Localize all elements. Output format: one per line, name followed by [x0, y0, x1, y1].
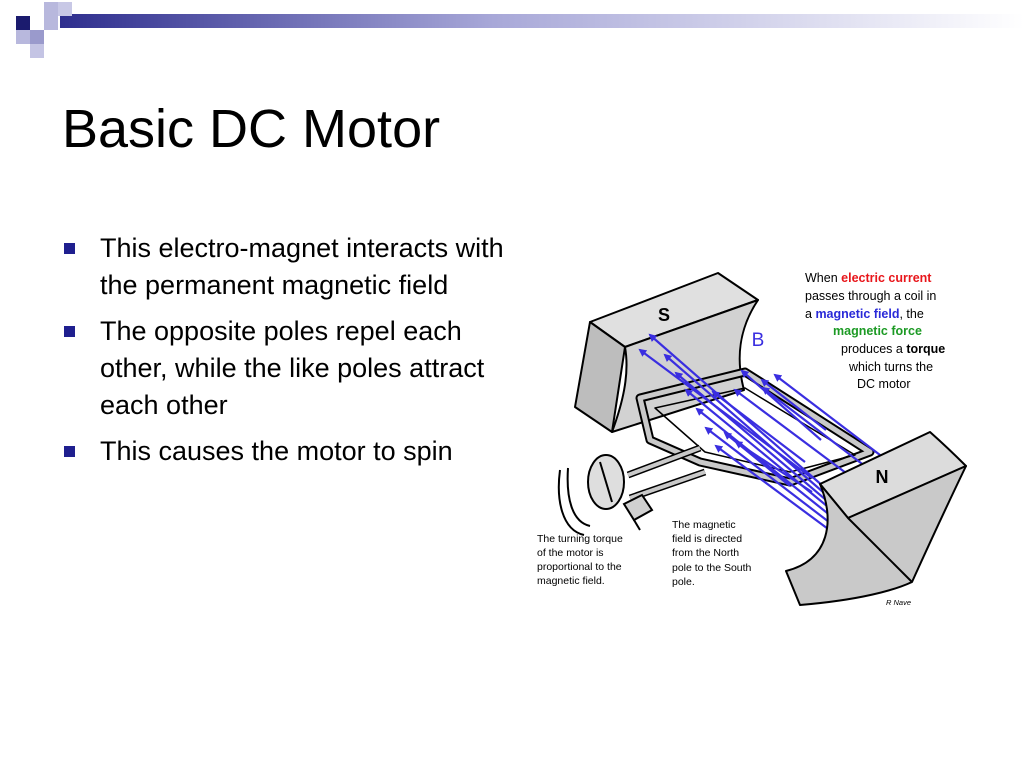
diagram-credit: R Nave — [886, 598, 911, 607]
torque-term: torque — [906, 342, 945, 356]
header-decoration — [16, 2, 1024, 58]
svg-text:produces a torque: produces a torque — [841, 342, 945, 356]
torque-note-line: proportional to the — [537, 561, 622, 573]
field-note-line: field is directed — [672, 533, 742, 545]
svg-text:a magnetic field, the: a magnetic field, the — [805, 307, 924, 321]
bullet-item: This electro-magnet interacts with the p… — [64, 230, 504, 304]
south-pole-label: S — [658, 305, 670, 325]
magnetic-field-lines — [638, 333, 881, 561]
north-magnet — [785, 431, 967, 606]
south-magnet — [574, 272, 759, 433]
magnetic-field-term: magnetic field — [815, 307, 899, 321]
field-b-label: B — [752, 330, 765, 351]
svg-text:When electric current: When electric current — [805, 271, 932, 285]
commutator — [557, 454, 654, 536]
field-note-line: The magnetic — [672, 519, 736, 531]
field-note-line: pole to the South — [672, 562, 752, 574]
field-note-line: from the North — [672, 547, 739, 559]
dc-motor-diagram: S N B When electric current passes throu… — [537, 271, 967, 607]
field-direction-note: The magnetic field is directed from the … — [672, 519, 752, 588]
torque-note-line: The turning torque — [537, 533, 623, 545]
electric-current-term: electric current — [841, 271, 932, 285]
north-pole-label: N — [876, 467, 889, 487]
bullet-text: The opposite poles repel each other, whi… — [100, 316, 485, 420]
explanation-text: a — [805, 307, 815, 321]
torque-note-line: magnetic field. — [537, 575, 605, 587]
bullet-square-icon — [64, 446, 75, 457]
bullet-item: This causes the motor to spin — [64, 433, 504, 470]
explanation-text: which turns the — [848, 360, 933, 374]
explanation-text: , the — [899, 307, 923, 321]
magnetic-force-term: magnetic force — [833, 324, 922, 338]
explanation-text: DC motor — [857, 377, 910, 391]
explanation-text: produces a — [841, 342, 906, 356]
torque-note-line: of the motor is — [537, 547, 604, 559]
bullet-square-icon — [64, 243, 75, 254]
bullet-list: This electro-magnet interacts with the p… — [64, 230, 504, 479]
field-note-line: pole. — [672, 576, 695, 588]
bullet-text: This causes the motor to spin — [100, 436, 453, 466]
explanation-text: passes through a coil in — [805, 289, 936, 303]
torque-note: The turning torque of the motor is propo… — [537, 533, 623, 587]
bullet-text: This electro-magnet interacts with the p… — [100, 233, 504, 300]
explanation-note: When electric current passes through a c… — [805, 271, 945, 391]
slide-title: Basic DC Motor — [62, 99, 441, 159]
bullet-item: The opposite poles repel each other, whi… — [64, 313, 504, 424]
explanation-text: When — [805, 271, 841, 285]
bullet-square-icon — [64, 326, 75, 337]
